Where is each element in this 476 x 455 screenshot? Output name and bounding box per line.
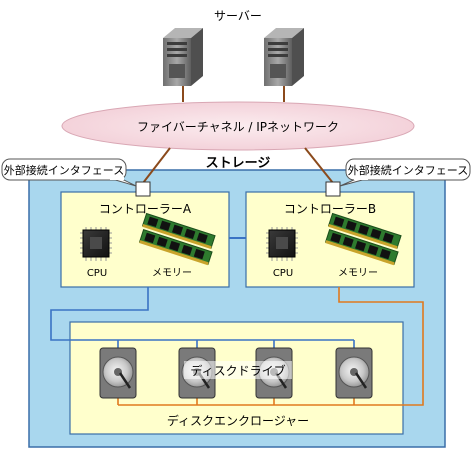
disk-drive-label: ディスクドライブ (190, 363, 285, 378)
external-port-callout-a: 外部接続インタフェース (1, 158, 137, 187)
cpu-chip-icon (266, 227, 298, 261)
cpu-chip-icon (80, 227, 112, 261)
hard-disk-icon (335, 347, 373, 399)
servers-label: サーバー (214, 9, 262, 23)
disk-enclosure-label: ディスクエンクロージャー (167, 413, 309, 428)
hard-disk-icon (99, 347, 137, 399)
network-label: ファイバーチャネル / IPネットワーク (137, 120, 339, 134)
controller-a-cpu-label: CPU (87, 268, 107, 279)
memory-module-icon (138, 212, 216, 266)
controller-a-disk-bus (50, 287, 355, 348)
external-port-label-b: 外部接続インタフェース (348, 163, 468, 177)
controller-b-title: コントローラーB (284, 202, 376, 216)
external-port-callout-b: 外部接続インタフェース (339, 158, 471, 187)
memory-module-icon (324, 212, 402, 266)
controller-b-cpu-label: CPU (273, 268, 293, 279)
controller-b-disk-bus (117, 287, 424, 406)
storage-label: ストレージ (206, 156, 271, 171)
server-left-icon (163, 28, 203, 86)
network-link-b (304, 147, 334, 184)
external-port-a (135, 181, 151, 197)
external-port-label-a: 外部接続インタフェース (4, 163, 124, 177)
disk-label-backing (184, 361, 292, 379)
server-right-icon (264, 28, 304, 86)
controller-a-memory-label: メモリー (152, 268, 192, 279)
network-ellipse (61, 101, 415, 151)
controller-a-title: コントローラーA (99, 202, 192, 216)
network-link-a (142, 147, 171, 184)
external-port-b (325, 181, 341, 197)
controller-b-memory-label: メモリー (338, 268, 378, 279)
